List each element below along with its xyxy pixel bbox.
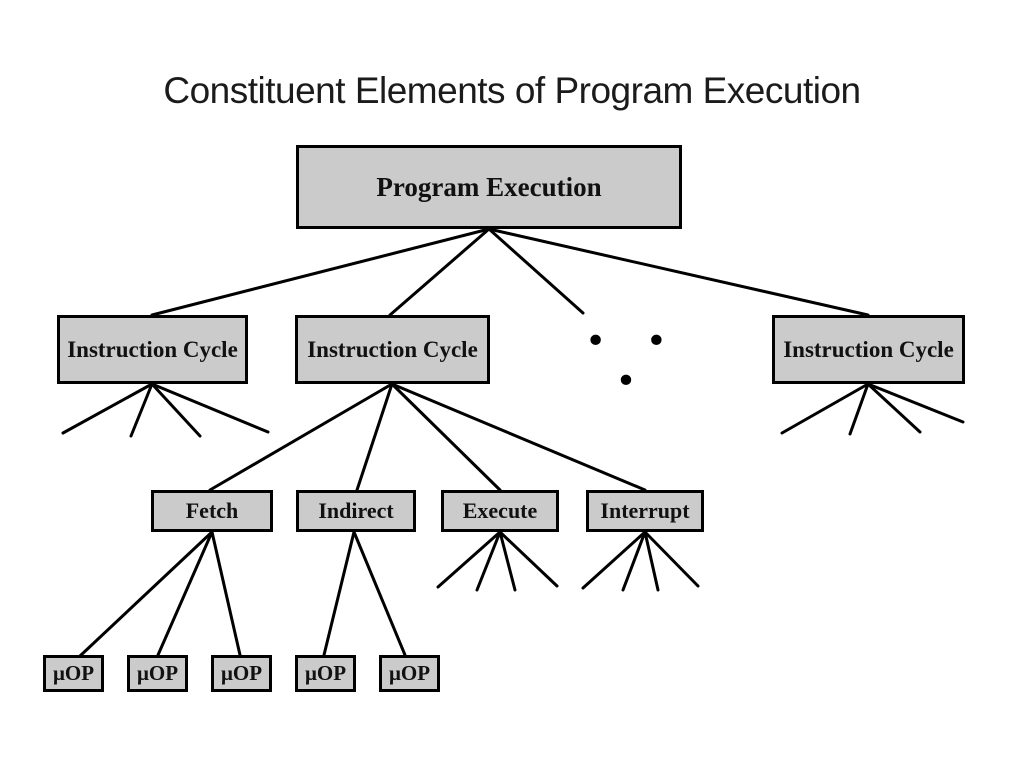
node-instruction-cycle-2: Instruction Cycle [295,315,490,384]
dangling-edge [581,530,647,590]
node-indirect: Indirect [296,490,416,532]
dangling-edge [866,382,922,434]
node-instruction-cycle-3: Instruction Cycle [772,315,965,384]
dangling-edge [643,530,700,588]
node-uop-2: μOP [127,655,188,692]
dangling-edge [643,530,660,592]
node-fetch: Fetch [151,490,273,532]
edge-indirect-to-uop5 [352,530,407,657]
dangling-edge [475,530,502,592]
node-uop-1: μOP [43,655,104,692]
edge-cycle2-to-interrupt [390,382,647,492]
left-cycle-fan [61,382,270,438]
edge-cycle2-to-execute [390,382,502,492]
node-uop-4: μOP [295,655,356,692]
right-cycle-fan [780,382,965,436]
dangling-edge [150,382,270,434]
edge-cycle2-to-indirect [355,382,394,492]
edge-root-to-ellipsis [487,227,585,315]
dangling-edge [866,382,965,424]
interrupt-fan [581,530,700,592]
dangling-edge [848,382,870,436]
dangling-edge [61,382,154,435]
edge-fetch-to-uop2 [156,530,214,657]
edge-root-to-cycle3 [487,227,870,317]
slide-title: Constituent Elements of Program Executio… [163,70,861,111]
edge-cycle2-to-fetch [208,382,394,492]
indirect-fan [322,530,407,657]
dangling-edge [621,530,647,592]
node-uop-3: μOP [211,655,272,692]
edge-fetch-to-uop3 [210,530,242,657]
ellipsis-dots: • • • [585,321,681,402]
dangling-edge [498,530,517,592]
node-uop-5: μOP [379,655,440,692]
edge-root-to-cycle2 [388,227,491,317]
node-interrupt: Interrupt [586,490,704,532]
dangling-edge [129,382,154,438]
edge-root-to-cycle1 [150,227,491,317]
node-program-execution: Program Execution [296,145,682,229]
root-fan [150,227,870,317]
dangling-edge [150,382,202,438]
execute-fan [436,530,559,592]
edge-indirect-to-uop4 [322,530,356,657]
edge-fetch-to-uop1 [78,530,214,658]
fetch-fan [78,530,242,658]
dangling-edge [436,530,502,589]
node-instruction-cycle-1: Instruction Cycle [57,315,248,384]
dangling-edge [498,530,559,588]
dangling-edge [780,382,870,435]
node-execute: Execute [441,490,559,532]
middle-cycle-fan [208,382,647,492]
